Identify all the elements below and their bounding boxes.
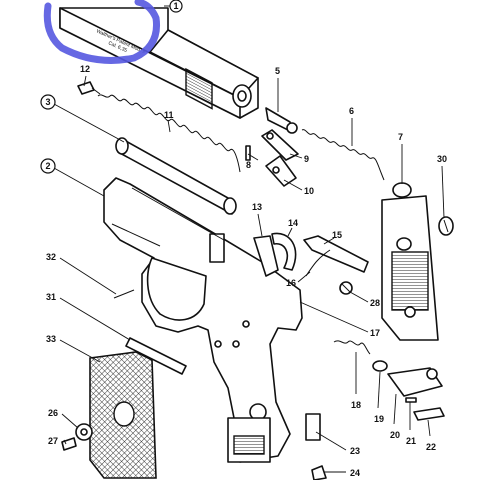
label-17: 17 [370,328,380,338]
part-14-sear [271,232,297,271]
label-30: 30 [437,154,447,164]
part-26-washer [75,423,93,441]
part-33-grip [89,351,157,479]
label-14: 14 [288,218,298,228]
callout-1: 1 [169,0,183,13]
label-33: 33 [46,334,56,344]
part-23-spring [305,413,321,441]
part-20-safety [387,367,443,397]
label-16: 16 [286,278,296,288]
part-24-plug [311,465,327,480]
label-7: 7 [398,132,403,142]
label-9: 9 [304,154,309,164]
label-22: 22 [426,442,436,452]
leader-lines [53,5,445,473]
label-24: 24 [350,468,360,478]
part-16-spring-wire [305,249,331,277]
part-3-barrel [115,137,237,215]
highlight-stroke [43,0,161,64]
part-11-spring [97,94,241,173]
part-8-pin [245,145,251,161]
part-30-screw [438,216,454,236]
svg-text:2: 2 [45,161,50,171]
part-6-spring [301,129,385,181]
part-7-pin [392,182,412,198]
part-15-lever [303,235,369,273]
svg-text:3: 3 [45,97,50,107]
part-12-screw [77,81,101,95]
label-5: 5 [275,66,280,76]
callout-2: 2 [40,158,56,174]
callout-3: 3 [40,94,56,110]
label-32: 32 [46,252,56,262]
part-32-pin [113,289,135,299]
label-19: 19 [374,414,384,424]
label-13: 13 [252,202,262,212]
label-21: 21 [406,436,416,446]
label-26: 26 [48,408,58,418]
part-18-spring [333,340,371,355]
labels: 12 11 5 6 7 30 8 9 10 13 14 15 16 28 17 … [46,64,447,478]
label-10: 10 [304,186,314,196]
part-10-catch [265,155,297,187]
label-8: 8 [246,160,251,170]
label-23: 23 [350,446,360,456]
part-5-pin [265,107,298,134]
part-21-pin [405,397,417,403]
label-6: 6 [349,106,354,116]
part-22-plate [413,407,445,421]
label-20: 20 [390,430,400,440]
part-slide: Walther's Patent Mod. 9 Cal. 6,35 [59,7,259,119]
svg-text:1: 1 [173,1,178,11]
part-31-pin [125,337,187,375]
part-27-screw [61,437,77,451]
part-28-screw [339,281,353,295]
label-11: 11 [164,110,174,120]
part-9-lever [261,129,299,161]
part-19-pin [372,360,388,372]
label-31: 31 [46,292,56,302]
label-12: 12 [80,64,90,74]
label-18: 18 [351,400,361,410]
part-2-frame [103,177,303,463]
label-15: 15 [332,230,342,240]
part-13-hammer [253,235,279,277]
label-27: 27 [48,436,58,446]
label-28: 28 [370,298,380,308]
part-grip-right [381,195,439,341]
